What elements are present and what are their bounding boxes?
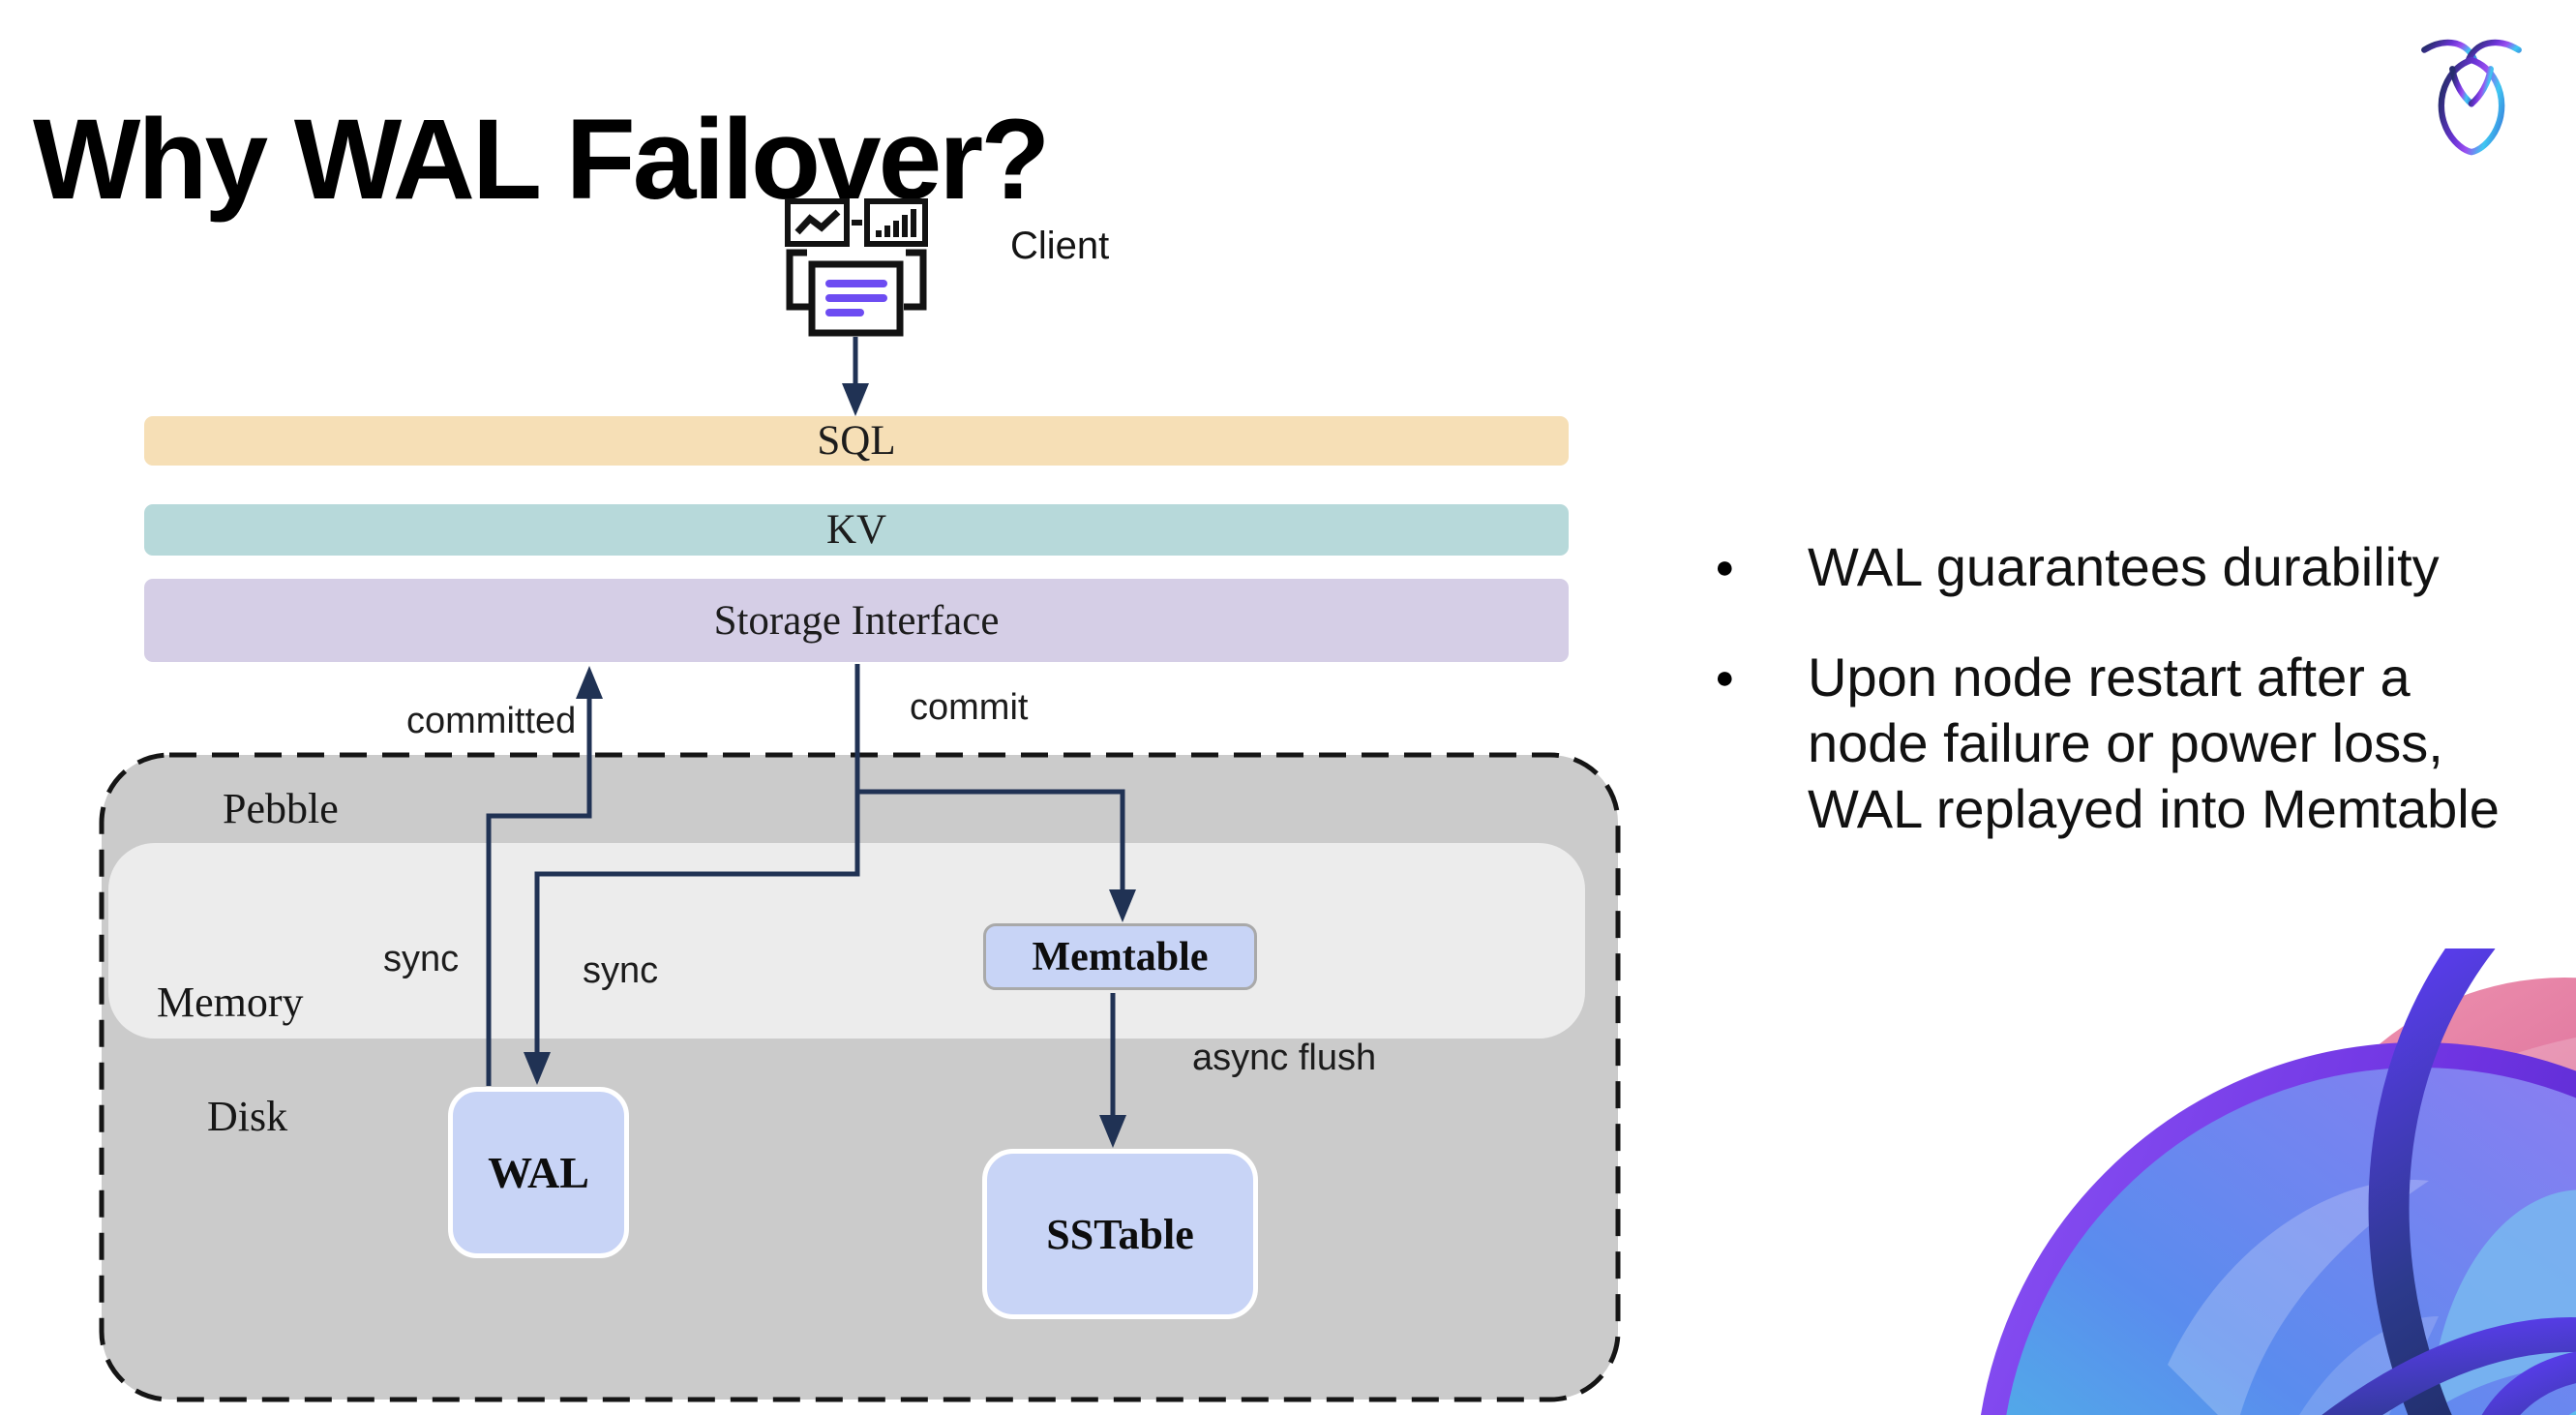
memtable-node: Memtable <box>983 923 1257 990</box>
bullet-text: Upon node restart after a node failure o… <box>1808 647 2500 839</box>
cockroachdb-logo-icon <box>2421 39 2522 156</box>
bullet-text: WAL guarantees durability <box>1808 536 2440 597</box>
arrowhead-into-wal <box>524 1052 551 1085</box>
client-barchart-glyph <box>876 209 916 237</box>
decorative-sphere-graphic <box>1981 948 2576 1415</box>
commit-edge-label: commit <box>910 687 1029 728</box>
client-icon <box>785 198 928 337</box>
arrowhead-into-storage <box>576 666 603 699</box>
sphere-leaf-highlight <box>2168 1180 2429 1415</box>
arrowhead-into-sstable <box>1099 1115 1126 1148</box>
disk-zone-label: Disk <box>207 1093 288 1140</box>
storage-interface-label: Storage Interface <box>713 597 1000 644</box>
bullet-list: ● WAL guarantees durability ● Upon node … <box>1711 534 2543 842</box>
vein-strokes <box>2321 948 2576 1415</box>
memtable-node-label: Memtable <box>1032 934 1209 979</box>
wal-node: WAL <box>448 1087 629 1258</box>
right-leaf-fill <box>2568 1410 2576 1415</box>
sync-right-edge-label: sync <box>583 950 659 991</box>
wal-node-label: WAL <box>488 1148 589 1197</box>
diagram-edges <box>486 337 1125 1132</box>
sstable-node-label: SSTable <box>1046 1210 1194 1258</box>
client-barchart-monitor-icon <box>864 198 928 247</box>
commit-sync-wal-edge <box>534 664 860 1070</box>
committed-edge-label: committed <box>406 701 577 741</box>
client-linechart-glyph <box>794 209 841 235</box>
client-document-lines <box>825 280 887 316</box>
storage-interface-layer-bar: Storage Interface <box>144 579 1569 662</box>
commit-memtable-edge <box>857 789 1125 908</box>
bullet-item-replay: ● Upon node restart after a node failure… <box>1711 645 2543 842</box>
kv-layer-label: KV <box>825 507 887 553</box>
client-frame-right-bracket <box>904 249 927 311</box>
sstable-node: SSTable <box>982 1149 1258 1319</box>
pebble-zone-label: Pebble <box>223 785 339 832</box>
sql-layer-label: SQL <box>817 418 896 464</box>
client-linechart-monitor-icon <box>785 198 850 247</box>
sync-left-edge-label: sync <box>383 939 460 979</box>
client-frame-left-bracket <box>786 249 809 311</box>
bullet-dot-icon: ● <box>1715 549 1735 586</box>
bullet-dot-icon: ● <box>1715 659 1735 696</box>
async-flush-edge-label: async flush <box>1192 1038 1377 1078</box>
bullet-item-durability: ● WAL guarantees durability <box>1711 534 2543 600</box>
arrowhead-into-memtable <box>1109 889 1136 922</box>
memory-zone-label: Memory <box>157 978 304 1026</box>
sql-layer-bar: SQL <box>144 416 1569 466</box>
arrowhead-into-sql <box>842 383 869 416</box>
client-label: Client <box>1010 225 1110 267</box>
arrowheads <box>524 383 1136 1148</box>
committed-edge <box>486 679 592 1086</box>
kv-layer-bar: KV <box>144 504 1569 556</box>
